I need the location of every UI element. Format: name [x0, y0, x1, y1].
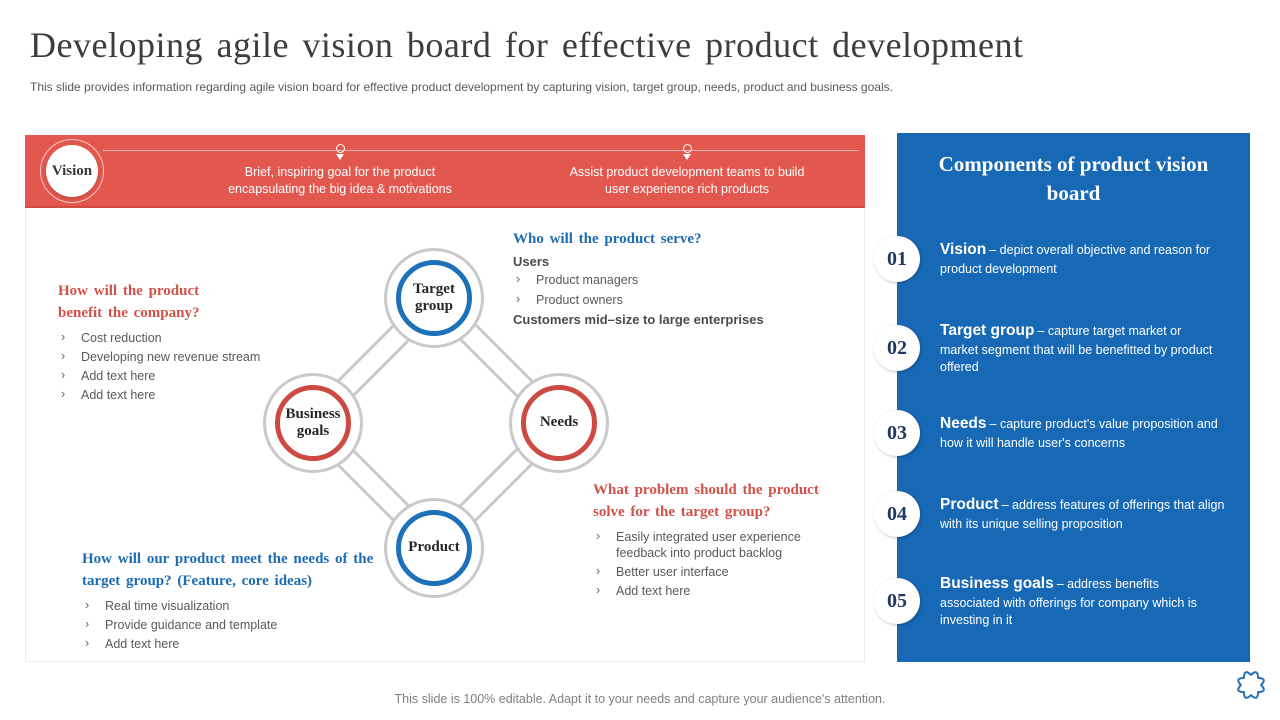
component-item-needs: 03 Needs– capture product's value propos…: [874, 410, 1250, 456]
block-problem-list: Easily integrated user experience feedba…: [593, 528, 848, 600]
rosette-badge-icon: [1237, 671, 1265, 699]
block-serve-users-label: Users: [513, 253, 550, 269]
block-benefit: How will the product benefit the company…: [58, 281, 293, 407]
arrow-down-icon: [683, 154, 691, 160]
block-meet-heading: How will our product meet the needs of t…: [82, 551, 374, 589]
block-problem: What problem should the product solve fo…: [593, 480, 848, 603]
block-serve-heading: Who will the product serve?: [513, 231, 702, 247]
component-item-target-group: 02 Target group– capture target market o…: [874, 321, 1250, 376]
list-item: Better user interface: [593, 563, 848, 580]
block-serve: Who will the product serve? Users Produc…: [513, 229, 823, 328]
page-subtitle: This slide provides information regardin…: [30, 80, 893, 94]
vision-board-panel: Vision Brief, inspiring goal for the pro…: [25, 135, 865, 662]
timeline-dot-icon: [335, 144, 345, 153]
node-business-goals: Business goals: [263, 373, 363, 473]
list-item: Cost reduction: [58, 328, 293, 346]
block-problem-heading: What problem should the product solve fo…: [593, 482, 819, 520]
component-item-business-goals: 05 Business goals– address benefits asso…: [874, 574, 1250, 629]
node-needs-label: Needs: [521, 385, 597, 461]
list-item: Add text here: [58, 386, 293, 403]
components-panel-title: Components of product vision board: [938, 152, 1209, 206]
component-desc: – depict overall objective and reason fo…: [940, 243, 1211, 277]
component-item-vision: 01 Vision– depict overall objective and …: [874, 236, 1250, 282]
block-meet: How will our product meet the needs of t…: [82, 549, 392, 655]
arrow-down-icon: [336, 154, 344, 160]
list-item: Add text here: [593, 582, 848, 599]
list-item: Developing new revenue stream: [58, 348, 293, 365]
component-term: Target group: [940, 322, 1035, 339]
block-meet-list: Real time visualization Provide guidance…: [82, 596, 392, 653]
vision-banner: Vision Brief, inspiring goal for the pro…: [25, 135, 865, 208]
component-desc: – capture target market or market segmen…: [940, 324, 1213, 374]
list-item: Easily integrated user experience feedba…: [593, 528, 828, 562]
block-serve-customers-label: Customers mid–size to large enterprises: [513, 311, 764, 327]
component-term: Business goals: [940, 575, 1054, 592]
banner-note-2: Assist product development teams to buil…: [542, 144, 832, 198]
node-product: Product: [384, 498, 484, 598]
list-item: Add text here: [58, 367, 293, 384]
timeline-dot-icon: [682, 144, 692, 153]
page-title: Developing agile vision board for effect…: [30, 25, 1024, 65]
block-serve-list: Product managers Product owners: [513, 271, 823, 308]
node-target-group: Target group: [384, 248, 484, 348]
banner-note-line: user experience rich products: [605, 181, 769, 196]
block-benefit-heading: How will the product benefit the company…: [58, 283, 200, 321]
component-term: Vision: [940, 241, 987, 259]
banner-timeline: [103, 150, 859, 151]
components-panel: Components of product vision board 01 Vi…: [874, 133, 1250, 662]
vision-badge: Vision: [40, 139, 104, 203]
node-target-group-label: Target group: [396, 260, 472, 336]
list-item: Product managers: [513, 271, 823, 288]
number-badge: 02: [874, 325, 920, 372]
list-item: Provide guidance and template: [82, 616, 392, 633]
number-badge: 05: [874, 578, 920, 625]
banner-note-line: Assist product development teams to buil…: [569, 165, 805, 179]
banner-note-line: encapsulating the big idea & motivations: [228, 181, 452, 196]
list-item: Real time visualization: [82, 596, 392, 614]
node-needs: Needs: [509, 373, 609, 473]
component-item-product: 04 Product– address features of offering…: [874, 491, 1250, 537]
list-item: Product owners: [513, 291, 823, 308]
node-product-label: Product: [396, 510, 472, 586]
banner-note-line: Brief, inspiring goal for the product: [244, 165, 436, 179]
component-term: Needs: [940, 415, 987, 433]
component-desc: – capture product's value proposition an…: [940, 417, 1218, 451]
block-benefit-list: Cost reduction Developing new revenue st…: [58, 328, 293, 404]
component-desc: – address benefits associated with offer…: [940, 577, 1197, 627]
number-badge: 01: [874, 236, 920, 282]
component-term: Product: [940, 496, 999, 514]
banner-note-1: Brief, inspiring goal for the product en…: [195, 144, 485, 198]
component-desc: – address features of offerings that ali…: [940, 498, 1225, 532]
number-badge: 04: [874, 491, 920, 537]
footer-note: This slide is 100% editable. Adapt it to…: [394, 692, 886, 706]
node-business-goals-label: Business goals: [275, 385, 351, 461]
number-badge: 03: [874, 410, 920, 456]
list-item: Add text here: [82, 635, 392, 652]
